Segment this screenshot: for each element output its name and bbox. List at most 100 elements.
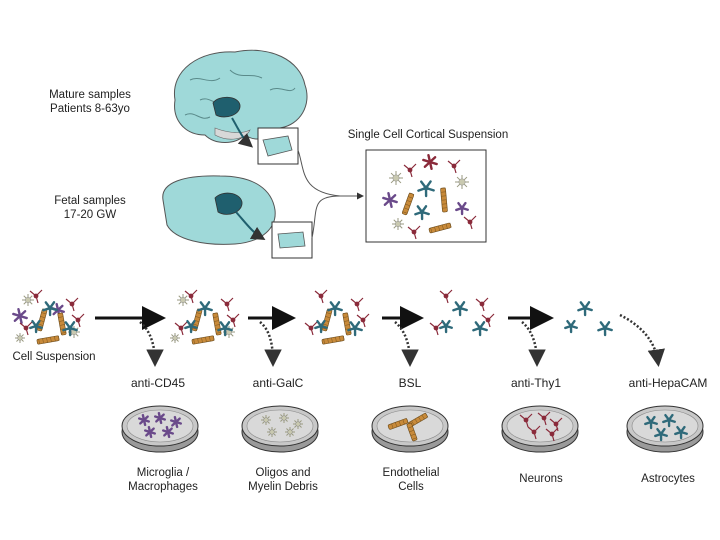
result-label-neurons: Neurons	[519, 473, 563, 485]
neuron-cell	[226, 313, 240, 328]
mature-samples-label: Mature samples Patients 8-63yo	[38, 88, 142, 116]
result-endothelial-line1: Endothelial	[382, 467, 440, 479]
astrocyte-cell	[644, 415, 658, 430]
astrocyte-cell	[217, 321, 233, 337]
culture-dish	[241, 405, 319, 453]
cell-suspension-label: Cell Suspension	[12, 351, 96, 363]
endothelial-cell	[342, 312, 352, 336]
microglia-cell	[144, 425, 156, 439]
microglia-cell	[455, 201, 469, 216]
neuron-cell	[356, 313, 370, 328]
antibody-label-galc: anti-GalC	[252, 376, 304, 390]
culture-dish	[626, 405, 704, 453]
astrocyte-cell	[452, 301, 468, 317]
astrocyte-cell	[327, 301, 343, 317]
neuron-cell	[545, 427, 559, 442]
neuron-cell	[71, 313, 85, 328]
astrocyte-cell	[597, 321, 613, 337]
astrocyte-cell	[439, 319, 453, 334]
result-label-oligos: Oligos and Myelin Debris	[238, 466, 328, 494]
antibody-label-cd45: anti-CD45	[130, 376, 186, 390]
oligo-cell	[267, 427, 277, 437]
cell-cluster	[170, 289, 240, 345]
endothelial-cell	[402, 192, 415, 216]
astrocyte-cell	[42, 301, 58, 317]
endothelial-cell	[428, 222, 452, 234]
fetal-brain-illustration	[162, 175, 276, 245]
cell-cluster	[304, 289, 370, 345]
astrocyte-cell	[662, 413, 676, 428]
endothelial-cell	[212, 312, 222, 336]
neuron-cell	[429, 321, 443, 336]
result-endothelial-line2: Cells	[398, 481, 424, 493]
mature-line2: Patients 8-63yo	[50, 103, 130, 115]
culture-dish	[121, 405, 199, 453]
neuron-cell	[527, 425, 541, 440]
neuron-cell	[407, 225, 421, 240]
neuron-cell	[447, 159, 461, 174]
cell-clusters	[12, 289, 613, 345]
oligo-cell	[22, 294, 34, 306]
oligo-cell	[389, 171, 403, 185]
neuron-cell	[422, 153, 438, 171]
result-oligos-line2: Myelin Debris	[248, 481, 318, 493]
culture-dish	[501, 405, 579, 453]
oligo-cell	[455, 175, 469, 189]
endothelial-cell	[387, 418, 409, 430]
oligo-cell	[279, 413, 289, 423]
oligo-cell	[177, 294, 189, 306]
result-oligos-line1: Oligos and	[255, 467, 311, 479]
mature-line1: Mature samples	[49, 89, 131, 101]
endothelial-cell	[440, 187, 448, 213]
oligo-cell	[285, 427, 295, 437]
result-label-microglia: Microglia / Macrophages	[118, 466, 208, 494]
cell-cluster	[564, 301, 613, 337]
astrocyte-cell	[197, 301, 213, 317]
astrocyte-cell	[674, 425, 688, 440]
antibody-label-hepacam: anti-HepaCAM	[628, 376, 708, 390]
oligo-cell	[223, 326, 235, 338]
astrocyte-cell	[472, 321, 488, 337]
neuron-cell	[65, 297, 79, 312]
culture-dishes	[121, 405, 704, 453]
fetal-line2: 17-20 GW	[63, 209, 117, 221]
result-label-endothelial: Endothelial Cells	[366, 466, 456, 494]
suspension-cells	[382, 153, 477, 240]
merge-connector	[297, 149, 362, 197]
microglia-cell	[170, 415, 182, 429]
neuron-cell	[19, 321, 33, 336]
oligo-cell	[293, 419, 303, 429]
microglia-cell	[154, 411, 166, 425]
astrocyte-cell	[577, 301, 593, 317]
microglia-cell	[12, 307, 28, 325]
oligo-cell	[261, 415, 271, 425]
culture-dish	[371, 405, 449, 453]
branch-arrows	[139, 313, 665, 367]
astrocyte-cell	[62, 321, 78, 337]
neuron-cell	[439, 289, 453, 304]
antibody-label-thy1: anti-Thy1	[510, 376, 562, 390]
neuron-cell	[481, 313, 495, 328]
suspension-title: Single Cell Cortical Suspension	[347, 129, 509, 141]
astrocyte-cell	[417, 180, 435, 198]
neuron-cell	[549, 417, 563, 432]
oligo-cell	[15, 333, 25, 343]
neuron-cell	[519, 413, 533, 428]
microglia-cell	[162, 425, 174, 439]
astrocyte-cell	[314, 319, 328, 334]
astrocyte-cell	[184, 319, 198, 334]
neuron-cell	[350, 297, 364, 312]
antibody-label-bsl: BSL	[398, 376, 422, 390]
microglia-cell	[138, 413, 150, 427]
endothelial-cell	[406, 422, 418, 442]
endothelial-cell	[191, 335, 215, 345]
astrocyte-cell	[347, 321, 363, 337]
astrocyte-cell	[654, 427, 668, 442]
neuron-cell	[174, 321, 188, 336]
astrocyte-cell	[414, 205, 430, 221]
neuron-cell	[184, 289, 198, 304]
neuron-cell	[403, 163, 417, 178]
astrocyte-cell	[564, 319, 578, 334]
neuron-cell	[220, 297, 234, 312]
